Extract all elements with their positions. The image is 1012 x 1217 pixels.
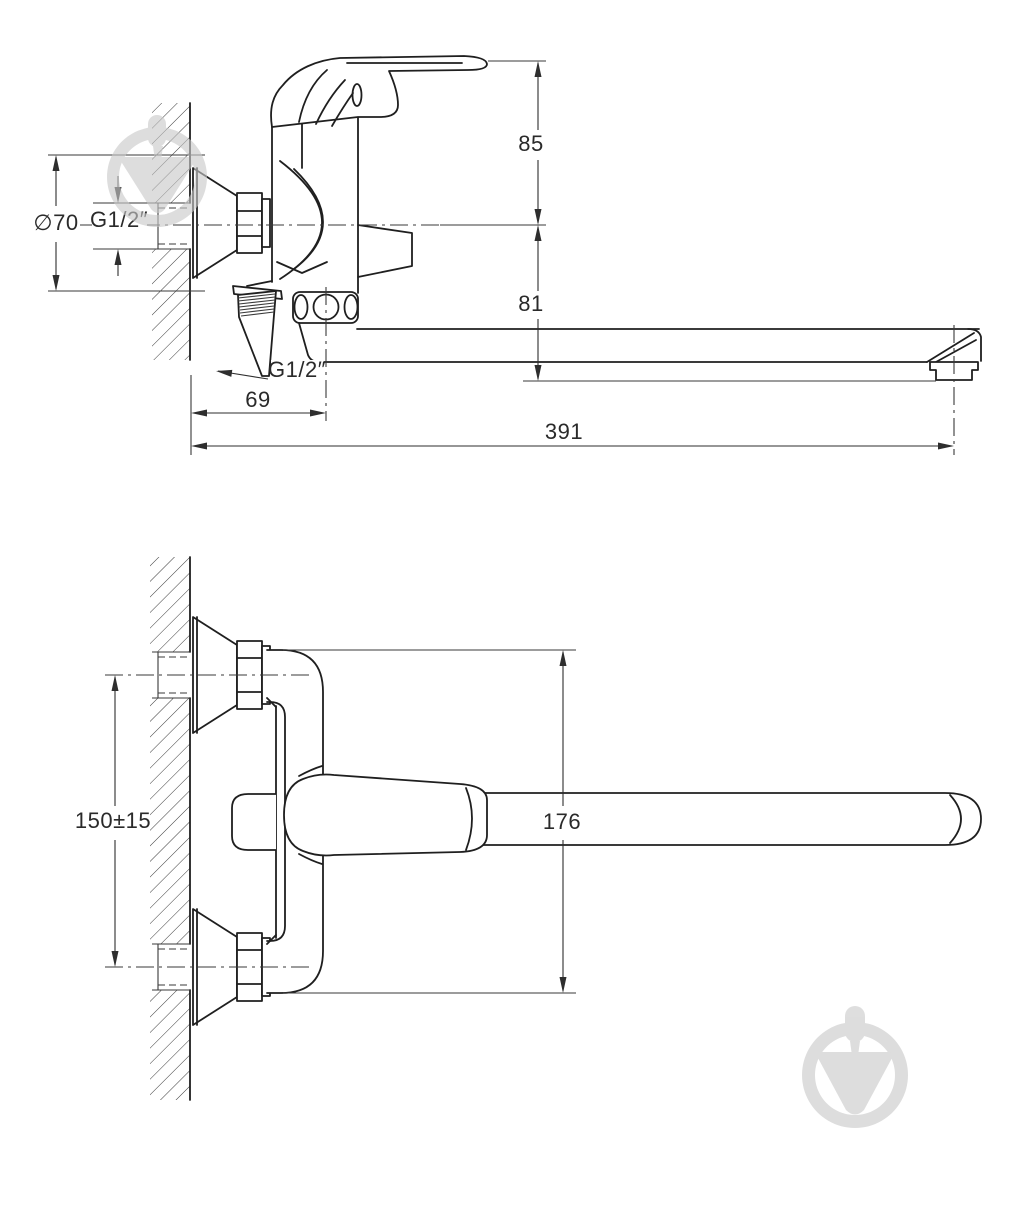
shower-outlet — [232, 280, 283, 377]
trowel-logo-icon — [107, 115, 208, 227]
dim-label-69: 69 — [245, 387, 270, 412]
plan-view — [105, 556, 982, 1101]
eccentric-connector — [192, 167, 271, 279]
dim-g12-shower: G1/2″ — [216, 357, 326, 382]
dim-dia70: ∅70 — [33, 154, 205, 292]
dim-150: 150±15 — [75, 675, 151, 967]
dim-176: 176 — [283, 649, 584, 994]
dim-81: 81 — [516, 225, 936, 382]
plan-centerlines — [105, 674, 310, 968]
dim-69: 69 — [190, 375, 326, 455]
dim-label-391: 391 — [545, 419, 583, 444]
dim-label-dia70: ∅70 — [33, 210, 78, 235]
dim-label-81: 81 — [518, 291, 543, 316]
plan-spout — [479, 792, 982, 846]
dim-label-150: 150±15 — [75, 808, 151, 833]
plan-handle — [283, 773, 488, 857]
dim-label-85: 85 — [518, 131, 543, 156]
plan-wall-section — [150, 556, 191, 1101]
lever-handle — [270, 55, 488, 128]
dimensions: ∅70 G1/2″ 85 81 — [33, 60, 954, 994]
spout — [298, 322, 982, 381]
dim-label-g12-shower: G1/2″ — [268, 357, 326, 382]
dim-label-176: 176 — [543, 809, 581, 834]
side-view-centerlines — [80, 224, 955, 455]
trowel-logo-icon — [802, 1006, 909, 1129]
watermarks — [107, 115, 909, 1129]
side-view — [80, 55, 982, 455]
plan-shower-outlet — [231, 793, 276, 851]
dim-391: 391 — [191, 419, 954, 450]
dim-85: 85 — [440, 60, 546, 379]
faucet-body — [232, 55, 488, 377]
